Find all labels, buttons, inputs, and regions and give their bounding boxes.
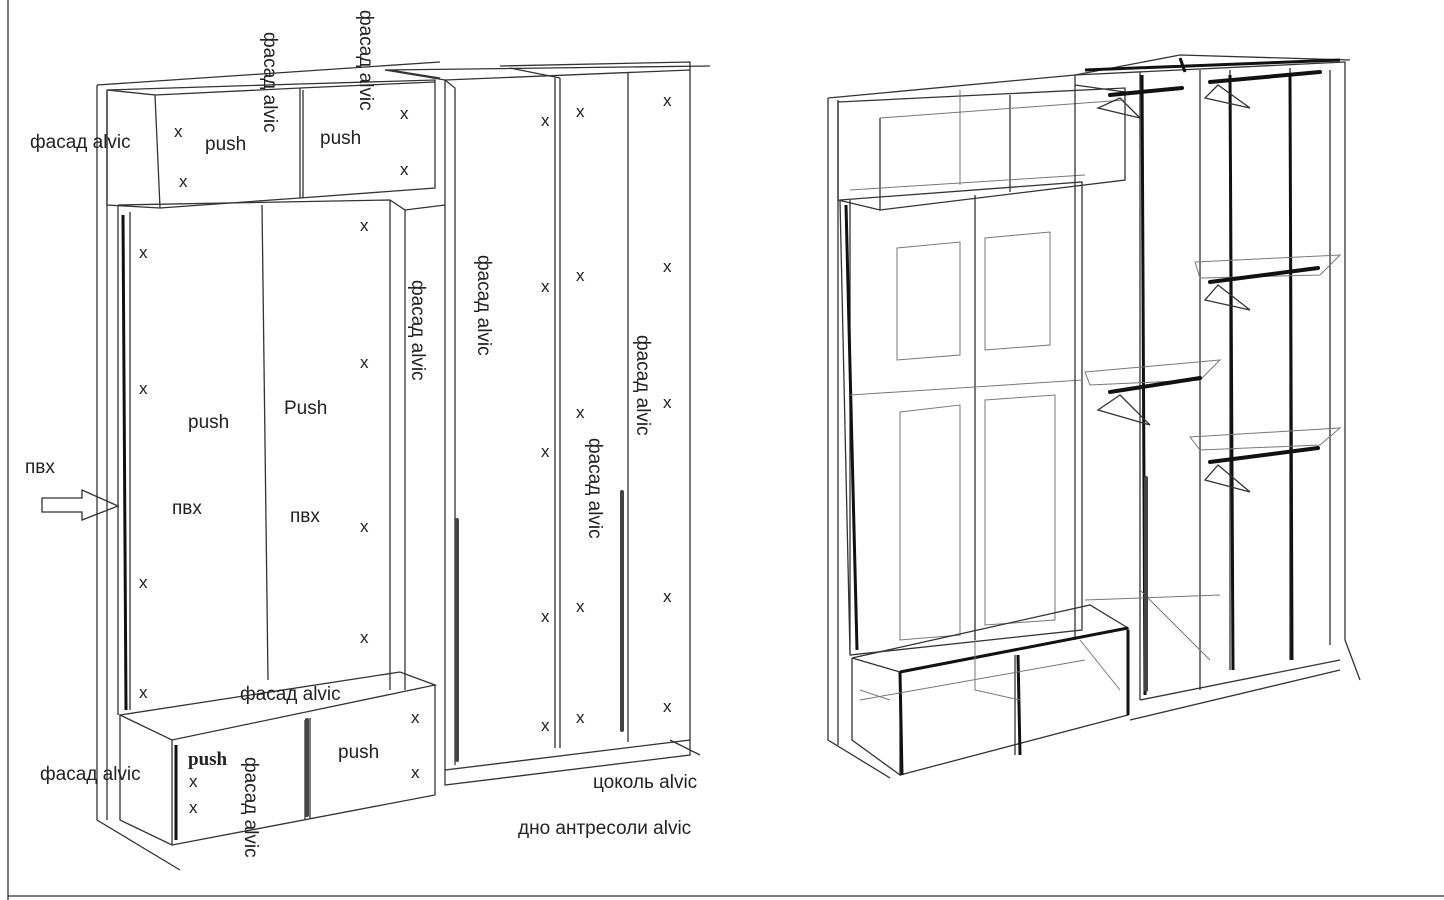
x-mark: x (541, 442, 550, 461)
label-facade: фасад alvic (240, 684, 341, 705)
label-facade: фасад alvic (40, 764, 141, 785)
x-mark: x (139, 573, 148, 592)
label-push: push (188, 749, 228, 770)
x-mark: x (400, 160, 409, 179)
x-mark: x (411, 708, 420, 727)
x-mark: x (189, 772, 198, 791)
label-facade: фасад alvic (473, 255, 494, 356)
label-facade: фасад alvic (584, 438, 605, 539)
label-facade: фасад alvic (30, 132, 131, 153)
label-pvc: пвх (25, 457, 55, 478)
x-mark: x (541, 607, 550, 626)
x-marks: x x x x x x x x x x x x x x x x x x x x … (139, 91, 672, 817)
x-mark: x (576, 708, 585, 727)
x-mark: x (663, 257, 672, 276)
label-pvc: пвх (172, 498, 202, 519)
x-mark: x (360, 628, 369, 647)
right-drawing-wireframe (827, 54, 1361, 779)
x-mark: x (576, 266, 585, 285)
label-pvc: пвх (290, 506, 320, 527)
x-mark: x (360, 353, 369, 372)
x-mark: x (179, 172, 188, 191)
x-mark: x (576, 597, 585, 616)
label-push: push (188, 412, 229, 433)
x-mark: x (541, 277, 550, 296)
left-drawing-hallway (41, 61, 711, 871)
x-mark: x (663, 91, 672, 110)
label-facade: фасад alvic (407, 280, 428, 381)
label-push: Push (284, 398, 327, 419)
label-plinth: цоколь alvic (593, 772, 697, 793)
x-mark: x (139, 683, 148, 702)
x-mark: x (663, 393, 672, 412)
label-facade: фасад alvic (240, 757, 261, 858)
x-mark: x (174, 122, 183, 141)
x-mark: x (541, 111, 550, 130)
x-mark: x (139, 379, 148, 398)
x-mark: x (189, 798, 198, 817)
hanger-icon (1096, 84, 1251, 493)
label-push: push (205, 134, 246, 155)
x-mark: x (541, 716, 550, 735)
x-mark: x (360, 216, 369, 235)
label-push: push (338, 742, 379, 763)
label-push: push (320, 128, 361, 149)
label-facade: фасад alvic (632, 335, 653, 436)
x-mark: x (663, 587, 672, 606)
arrow-icon (41, 488, 120, 521)
label-facade: фасад alvic (259, 32, 280, 133)
x-mark: x (360, 517, 369, 536)
x-mark: x (400, 104, 409, 123)
x-mark: x (663, 697, 672, 716)
label-facade: фасад alvic (355, 10, 376, 111)
x-mark: x (576, 102, 585, 121)
x-mark: x (576, 403, 585, 422)
label-mezzanine-bottom: дно антресоли alvic (518, 818, 691, 839)
x-mark: x (139, 243, 148, 262)
x-mark: x (411, 763, 420, 782)
